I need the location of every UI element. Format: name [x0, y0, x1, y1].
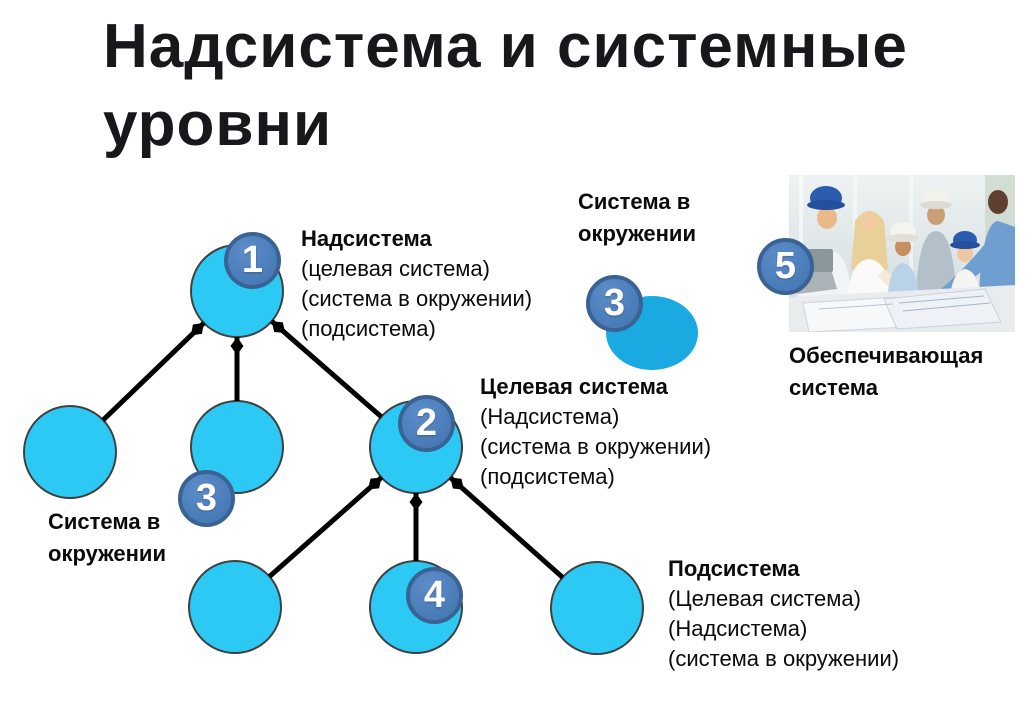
label-sistema-v-okruzhenii-top-line: Система в	[578, 189, 691, 214]
label-tselevaya-sistema-line: (Надсистема)	[480, 404, 620, 429]
badge-1: 1	[224, 232, 281, 289]
badge-2: 2	[398, 395, 455, 452]
badge-5-number: 5	[774, 245, 797, 287]
badge-4: 4	[406, 567, 463, 624]
node-sub-right	[550, 561, 644, 655]
person-blonde-woman	[847, 211, 921, 308]
label-podsistema: Подсистема (Целевая система) (Надсистема…	[668, 554, 899, 674]
label-tselevaya-sistema: Целевая система (Надсистема) (система в …	[480, 372, 711, 492]
person-back-man	[917, 189, 955, 291]
label-podsistema-line: (система в окружении)	[668, 646, 900, 671]
label-podsistema-line: (Целевая система)	[668, 586, 861, 611]
label-podsistema-line: (Надсистема)	[668, 616, 808, 641]
badge-4-number: 4	[423, 574, 446, 616]
team-photo	[789, 175, 1015, 332]
label-sistema-v-okruzhenii-top-line: окружении	[578, 221, 696, 246]
label-nadsistema-line: (подсистема)	[301, 316, 436, 341]
slide-title-line-2: уровни	[103, 90, 333, 159]
connector-supersystem-envleft	[101, 321, 206, 422]
label-nadsistema-title: Надсистема	[301, 226, 432, 251]
badge-1-number: 1	[241, 239, 264, 281]
badge-3-left-number: 3	[195, 477, 218, 519]
label-obespechivayushchaya-line: система	[789, 375, 878, 400]
slide-title-line-1: Надсистема и системные	[103, 12, 908, 81]
label-sistema-v-okruzhenii-top: Система в окружении	[578, 186, 696, 250]
badge-3-float-number: 3	[603, 282, 626, 324]
label-obespechivayushchaya-line: Обеспечивающая	[789, 343, 984, 368]
table-with-blueprints	[789, 249, 1015, 332]
connector-target-subleft	[267, 475, 384, 579]
label-nadsistema-line: (система в окружении)	[301, 286, 533, 311]
badge-3-float: 3	[586, 275, 643, 332]
label-sistema-v-okruzhenii-left: Система в окружении	[48, 506, 166, 570]
node-sub-left	[188, 560, 282, 654]
label-nadsistema-line: (целевая система)	[301, 256, 490, 281]
slide-title: Надсистема и системные уровни	[103, 8, 1003, 164]
badge-3-left: 3	[178, 470, 235, 527]
label-podsistema-title: Подсистема	[668, 556, 800, 581]
label-nadsistema: Надсистема (целевая система) (система в …	[301, 224, 532, 344]
label-tselevaya-sistema-title: Целевая система	[480, 374, 668, 399]
label-obespechivayushchaya-sistema: Обеспечивающая система	[789, 340, 983, 404]
badge-2-number: 2	[415, 402, 438, 444]
connector-supersystem-target	[270, 319, 383, 419]
engineers-discussing-blueprints-illustration	[789, 175, 1015, 332]
label-tselevaya-sistema-line: (подсистема)	[480, 464, 615, 489]
badge-5: 5	[757, 238, 814, 295]
node-env-left	[23, 405, 117, 499]
label-sistema-v-okruzhenii-left-line: Система в	[48, 509, 161, 534]
connector-target-subright	[448, 475, 565, 580]
label-tselevaya-sistema-line: (система в окружении)	[480, 434, 712, 459]
label-sistema-v-okruzhenii-left-line: окружении	[48, 541, 166, 566]
